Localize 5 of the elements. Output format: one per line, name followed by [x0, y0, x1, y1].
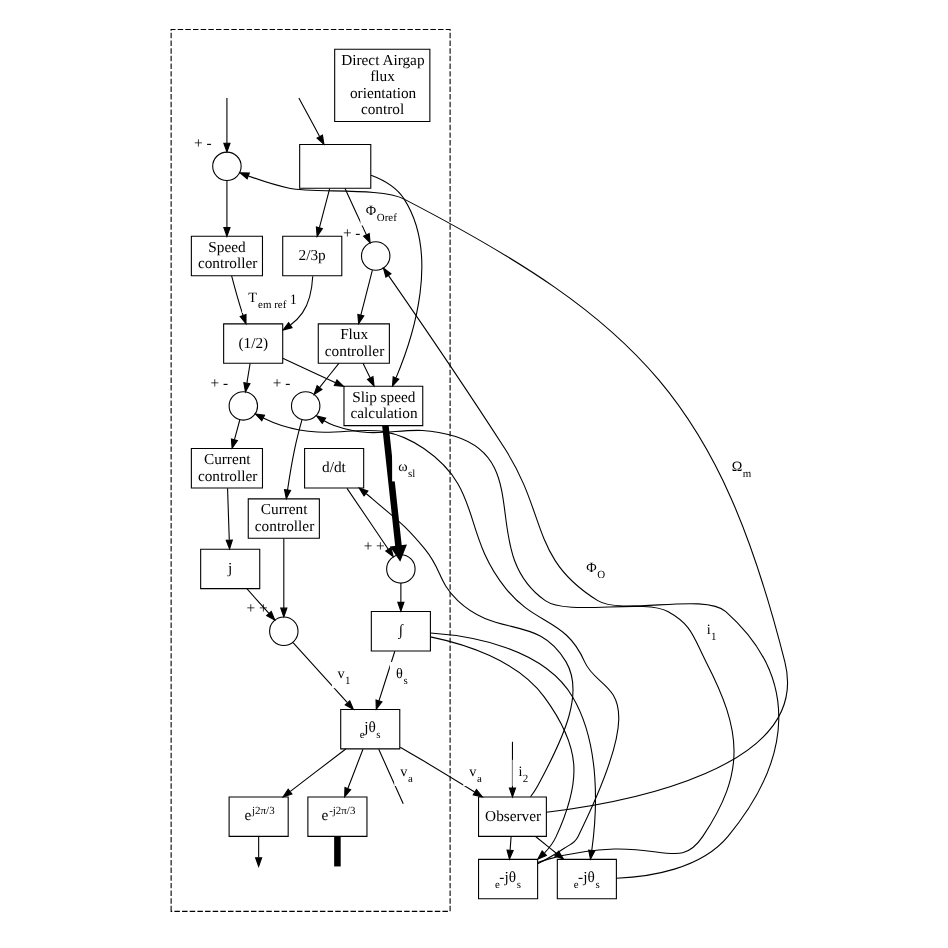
node-label: + - [271, 373, 290, 392]
node-label: + + [362, 536, 384, 555]
node-label: + - [209, 373, 228, 392]
node-label: + - [341, 223, 360, 242]
node-label: + - [193, 133, 211, 152]
